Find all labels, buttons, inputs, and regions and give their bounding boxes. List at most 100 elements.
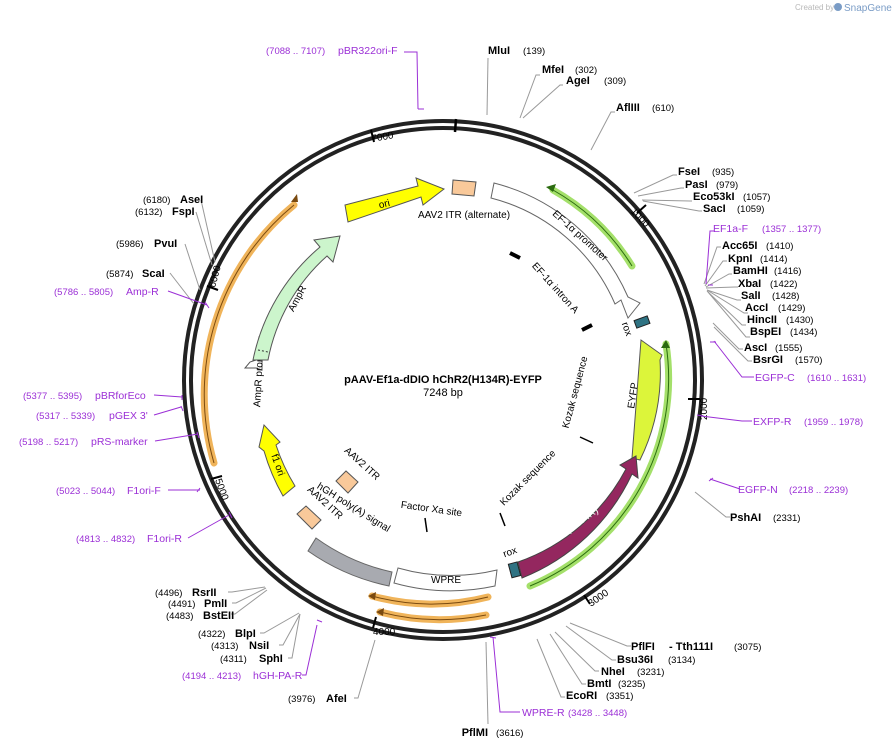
site-name-rsrii: RsrII [192, 587, 216, 599]
feature-ori [344, 177, 446, 223]
primer-range-wpre-r: (3428 .. 3448) [568, 708, 627, 719]
primer-leader-group [153, 51, 754, 713]
site-name-pflfi: PflFI [631, 641, 655, 653]
feature-wpre [393, 567, 498, 592]
tick-label-2000: 2000 [699, 397, 710, 420]
site-pos-bsu36i: (3134) [668, 655, 695, 666]
feature-itr-alt [451, 179, 477, 197]
site-pos-afliii: (610) [652, 103, 674, 114]
primer-name-wpre-r: WPRE-R [522, 707, 565, 719]
orf-arc-ampr [200, 201, 298, 467]
site-pos-kpni: (1414) [760, 254, 787, 265]
site-pos-pmli: (4491) [168, 599, 195, 610]
site-pos-agei: (309) [604, 76, 626, 87]
tick-6000 [206, 285, 219, 291]
site-name-hincii: HincII [747, 314, 777, 326]
primer-range-exfp-r: (1959 .. 1978) [804, 417, 863, 428]
site-name-pflmi: PflMI [462, 727, 488, 739]
primer-name-egfp-n: EGFP-N [738, 484, 778, 496]
site-name-nhei: NheI [601, 666, 625, 678]
feature-label-rox-bottom: rox [502, 545, 519, 560]
primer-labels: (7088 .. 7107) pBR322ori-F EF1a-F (1357 … [19, 45, 866, 719]
feature-ampr-divider [257, 349, 269, 353]
site-pos-scai: (5874) [106, 269, 133, 280]
primer-range-hgh-pa-r: (4194 .. 4213) [182, 671, 241, 682]
primer-range-egfp-c: (1610 .. 1631) [807, 373, 866, 384]
backbone-inner [189, 126, 697, 634]
site-name-mfei: MfeI [542, 64, 564, 76]
site-name-acci: AccI [745, 302, 768, 314]
site-pos-acc65i: (1410) [766, 241, 793, 252]
tick-5000 [210, 475, 223, 480]
feature-kozak-1-marker [579, 436, 594, 444]
site-name-bsu36i: Bsu36I [617, 654, 653, 666]
site-name-pshai: PshAI [730, 512, 761, 524]
site-pos-fsei: (935) [712, 167, 734, 178]
site-name-acc65i: Acc65I [722, 240, 757, 252]
credit-prefix: Created by [795, 3, 834, 12]
primer-name-pbrforeco: pBRforEco [95, 390, 146, 402]
site-pos-saci: (1059) [737, 204, 764, 215]
site-name-scai: ScaI [142, 268, 165, 280]
site-name-xbai: XbaI [738, 278, 761, 290]
site-pos-bamhi: (1416) [774, 266, 801, 277]
site-name-nsii: NsiI [249, 640, 269, 652]
feature-chr2 [517, 455, 639, 579]
site-name-bsrgi: BsrGI [753, 354, 783, 366]
site-pos-nhei: (3231) [637, 667, 664, 678]
site-name-sphi: SphI [259, 653, 283, 665]
site-pos-bsrgi: (1570) [795, 355, 822, 366]
primer-name-f1ori-r: F1ori-R [147, 533, 182, 545]
site-pos-acci: (1429) [778, 303, 805, 314]
site-pos-bmti: (3235) [618, 679, 645, 690]
orf-arrow-wpre-a-icon [368, 592, 376, 600]
site-pos-asci: (1555) [775, 343, 802, 354]
feature-rox-bottom [507, 561, 522, 579]
orf-arc-wpre-b-core [379, 611, 487, 621]
site-pos-pshai: (2331) [773, 513, 800, 524]
primer-range-pbrforeco: (5377 .. 5395) [23, 391, 82, 402]
site-name-kpni: KpnI [728, 253, 752, 265]
feature-itr-1 [296, 505, 322, 530]
orf-arc-ampr-core [203, 204, 295, 464]
feature-label-itr-alt: AAV2 ITR (alternate) [418, 210, 510, 221]
primer-range-egfp-n: (2218 .. 2239) [789, 485, 848, 496]
site-name-tth111i: - Tth111I [669, 641, 713, 653]
site-name-bsteii: BstEII [203, 610, 234, 622]
feature-itr-2 [335, 470, 359, 494]
credit-brand: SnapGene [844, 3, 892, 14]
orf-arrow-ef1a-icon [546, 184, 556, 192]
feature-label-wpre: WPRE [431, 575, 461, 586]
site-name-pmli: PmlI [204, 598, 227, 610]
site-pos-pflmi: (3616) [496, 728, 523, 739]
site-pos-blpi: (4322) [198, 629, 225, 640]
tick-label-1000: 1000 [628, 206, 652, 230]
tick-label-7000: 7000 [371, 130, 395, 145]
site-pos-pvui: (5986) [116, 239, 143, 250]
site-pos-xbai: (1422) [770, 279, 797, 290]
primer-name-egfp-c: EGFP-C [755, 372, 795, 384]
feature-label-ef1a-promoter: EF-1α promoter [550, 209, 610, 265]
primer-name-hgh-pa-r: hGH-PA-R [253, 670, 303, 682]
site-pos-fspi: (6132) [135, 207, 162, 218]
site-pos-bspei: (1434) [790, 327, 817, 338]
primer-range-f1ori-f: (5023 .. 5044) [56, 486, 115, 497]
feature-label-factor-xa: Factor Xa site [400, 500, 463, 520]
orf-arc-eyfp-core [529, 343, 670, 587]
tick-4000 [372, 616, 377, 629]
feature-kozak-2-marker [499, 512, 506, 527]
primer-name-ef1a-f: EF1a-F [713, 223, 748, 235]
plasmid-name: pAAV-Ef1a-dDIO hChR2(H134R)-EYFP [344, 374, 542, 386]
feature-label-ef1a-intron: EF-1α intron A [529, 261, 580, 316]
site-name-fsei: FseI [678, 166, 700, 178]
site-name-sali: SalI [741, 290, 761, 302]
tick-3000 [583, 594, 591, 605]
feature-ampr [252, 235, 341, 361]
primer-name-pgex3: pGEX 3' [109, 410, 148, 422]
site-name-asci: AscI [744, 342, 767, 354]
site-leader-group [169, 57, 752, 725]
site-pos-ecori: (3351) [606, 691, 633, 702]
site-name-asei: AseI [180, 194, 203, 206]
feature-rox-top [633, 315, 651, 329]
